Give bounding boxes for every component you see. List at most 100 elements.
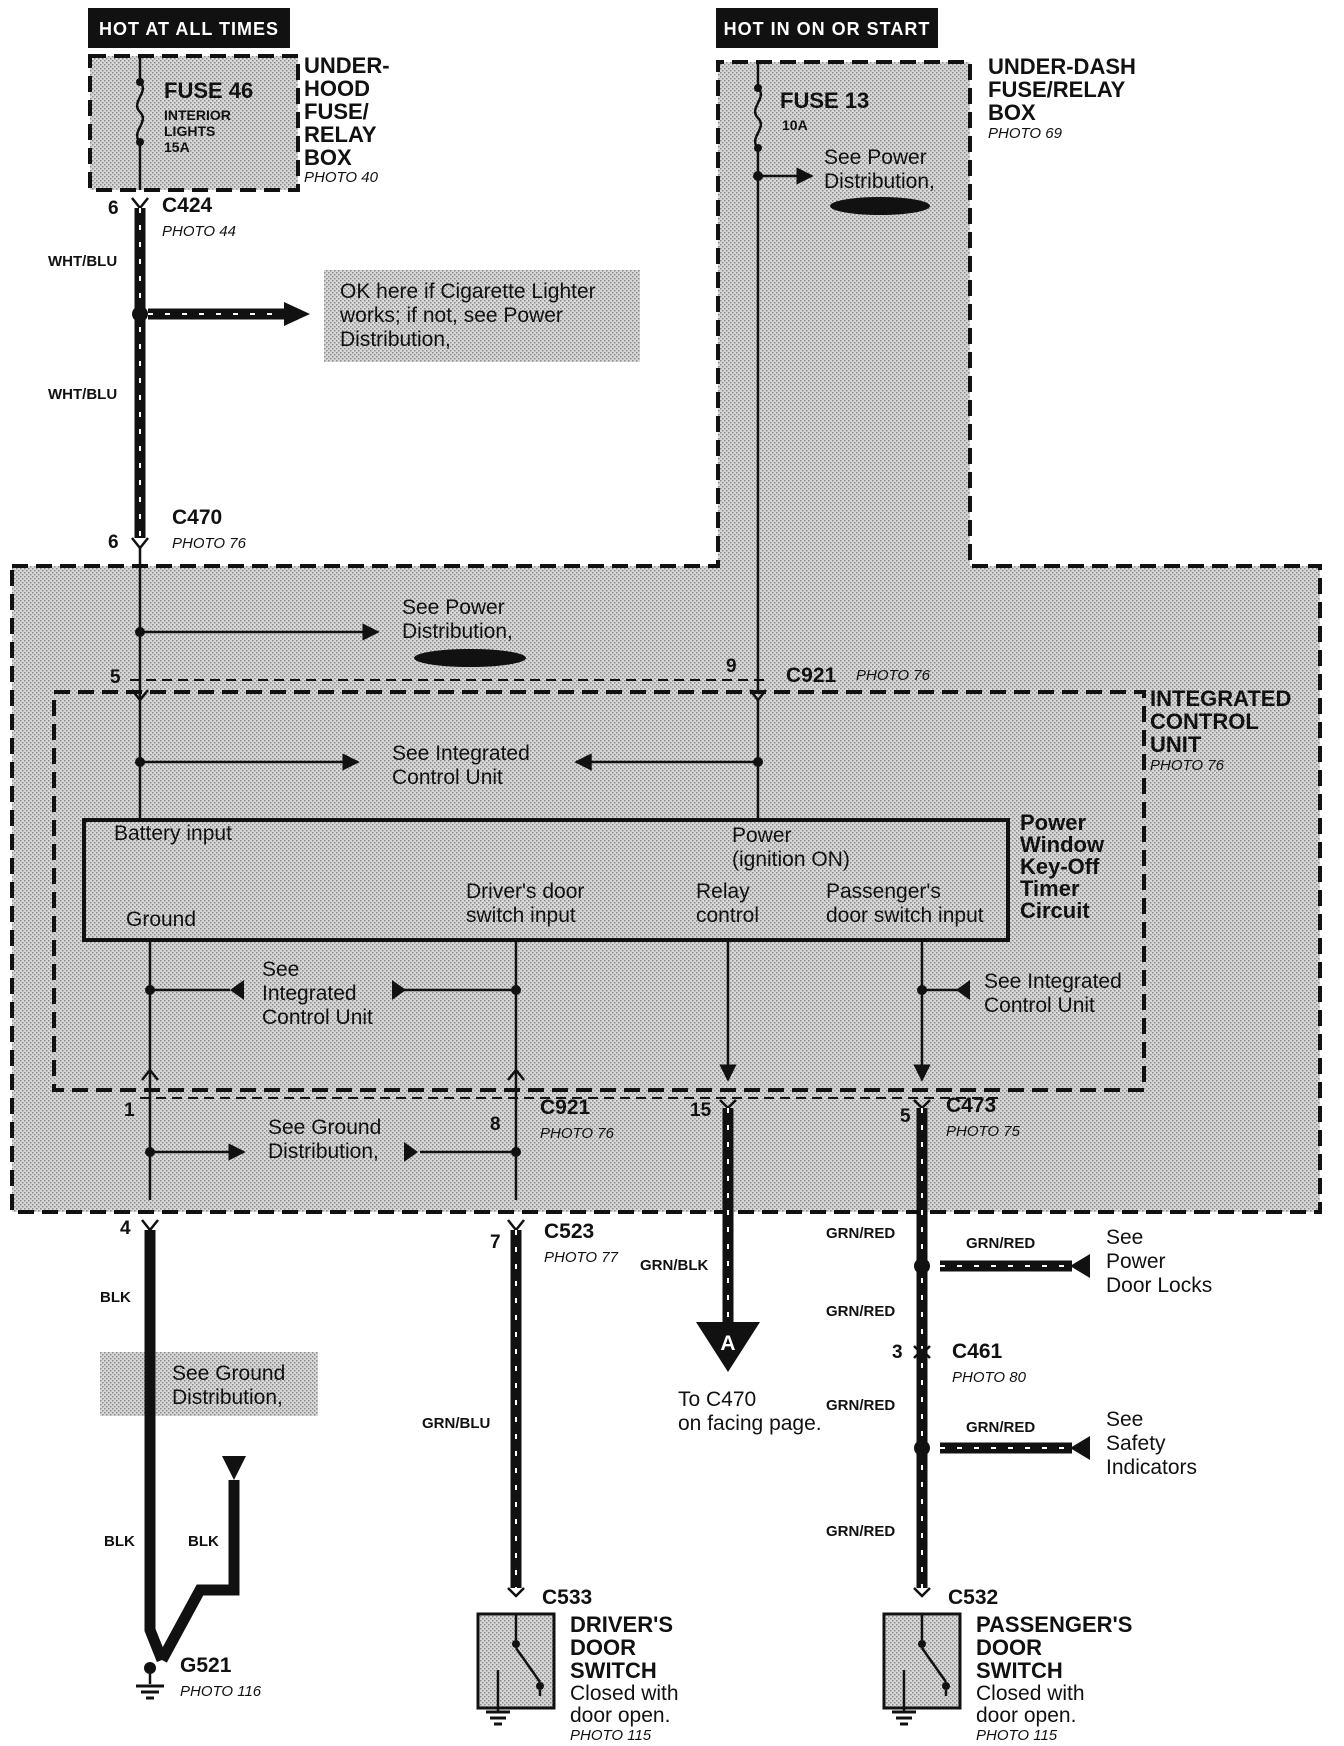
g521-photo: PHOTO 116 <box>180 1683 262 1700</box>
blk-label-1: BLK <box>100 1289 131 1306</box>
grn-red-label-6: GRN/RED <box>966 1419 1035 1436</box>
svg-text:See: See <box>262 958 299 981</box>
svg-text:control: control <box>696 904 759 927</box>
svg-text:Circuit: Circuit <box>1020 898 1090 923</box>
g521-name: G521 <box>180 1654 232 1677</box>
svg-text:works; if not, see Power: works; if not, see Power <box>339 304 563 327</box>
svg-text:Distribution,: Distribution, <box>268 1140 379 1163</box>
door-locks-splice <box>914 1258 930 1274</box>
svg-text:15A: 15A <box>164 139 190 155</box>
circuit-name: Power Window Key-Off Timer Circuit <box>1020 810 1105 923</box>
c473-pin15: 15 <box>690 1100 712 1121</box>
svg-text:Key-Off: Key-Off <box>1020 854 1100 879</box>
svg-text:See Power: See Power <box>824 146 927 169</box>
c921-bottom-pin1: 1 <box>124 1100 135 1121</box>
svg-text:(ignition ON): (ignition ON) <box>732 848 850 871</box>
icu-name: INTEGRATED CONTROL UNIT <box>1150 686 1291 757</box>
safety-splice <box>914 1440 930 1456</box>
blk-label-3: BLK <box>188 1533 219 1550</box>
grn-red-label-3: GRN/RED <box>826 1397 895 1414</box>
c473-photo: PHOTO 75 <box>946 1123 1021 1140</box>
c523-name: C523 <box>544 1220 594 1243</box>
svg-text:Closed with: Closed with <box>570 1682 679 1705</box>
power-ignition-label: Power (ignition ON) <box>732 824 850 871</box>
driver-door-switch-symbol <box>476 1612 556 1726</box>
c523-photo: PHOTO 77 <box>544 1249 619 1266</box>
svg-text:Timer: Timer <box>1020 876 1080 901</box>
c470-connector <box>131 537 149 551</box>
icu-photo: PHOTO 76 <box>1150 757 1225 774</box>
grn-blu-label: GRN/BLU <box>422 1415 490 1432</box>
cigarette-branch-arrow <box>148 302 310 326</box>
hot-at-all-times-header <box>88 8 290 48</box>
driver-door-switch-desc: Closed with door open. <box>570 1682 679 1727</box>
icu-right-note: See Integrated Control Unit <box>984 970 1122 1017</box>
g521-ground-symbol <box>136 1662 164 1700</box>
svg-text:DRIVER'S: DRIVER'S <box>570 1612 673 1637</box>
grn-red-label-5: GRN/RED <box>966 1235 1035 1252</box>
c921-bottom-pin8: 8 <box>490 1114 501 1135</box>
svg-text:SWITCH: SWITCH <box>570 1658 657 1683</box>
c424-pin: 6 <box>108 198 119 219</box>
wht-blu-label-1: WHT/BLU <box>48 253 117 270</box>
svg-text:Window: Window <box>1020 832 1105 857</box>
svg-text:FUSE/RELAY: FUSE/RELAY <box>988 77 1126 102</box>
ground-label: Ground <box>126 908 196 931</box>
safety-indicators-note: See Safety Indicators <box>1106 1408 1197 1479</box>
svg-text:Distribution,: Distribution, <box>402 620 513 643</box>
passenger-door-switch-desc: Closed with door open. <box>976 1682 1085 1727</box>
battery-input-label: Battery input <box>114 822 232 845</box>
svg-text:Safety: Safety <box>1106 1432 1166 1455</box>
c461-name: C461 <box>952 1340 1003 1363</box>
c523-pin7: 7 <box>490 1232 501 1253</box>
svg-text:switch input: switch input <box>466 904 576 927</box>
c461-pin: 3 <box>892 1342 903 1363</box>
svg-text:Door Locks: Door Locks <box>1106 1274 1212 1297</box>
svg-text:See Integrated: See Integrated <box>392 742 530 765</box>
svg-text:See Power: See Power <box>402 596 505 619</box>
door-locks-branch <box>940 1254 1090 1278</box>
svg-text:PASSENGER'S: PASSENGER'S <box>976 1612 1132 1637</box>
svg-text:UNDER-DASH: UNDER-DASH <box>988 54 1136 79</box>
redacted-mark <box>830 197 930 215</box>
driver-door-switch-photo: PHOTO 115 <box>570 1727 652 1744</box>
wht-blu-label-2: WHT/BLU <box>48 386 117 403</box>
svg-text:Indicators: Indicators <box>1106 1456 1197 1479</box>
connector-a-triangle <box>696 1322 760 1372</box>
grn-blk-label: GRN/BLK <box>640 1257 708 1274</box>
c921-bottom-name: C921 <box>540 1096 591 1119</box>
svg-text:door open.: door open. <box>976 1704 1076 1727</box>
svg-text:See Ground: See Ground <box>172 1362 285 1385</box>
safety-branch <box>940 1436 1090 1460</box>
hot-in-on-or-start-label: HOT IN ON OR START <box>724 19 931 39</box>
svg-text:Power: Power <box>1106 1250 1166 1273</box>
svg-text:INTERIOR: INTERIOR <box>164 107 231 123</box>
passenger-door-switch-name: PASSENGER'S DOOR SWITCH <box>976 1612 1132 1683</box>
drivers-door-input-label: Driver's door switch input <box>466 880 584 927</box>
under-hood-photo: PHOTO 40 <box>304 169 379 186</box>
under-dash-box-name: UNDER-DASH FUSE/RELAY BOX <box>988 54 1136 125</box>
c533-name: C533 <box>542 1586 592 1609</box>
svg-text:HOOD: HOOD <box>304 76 370 101</box>
svg-text:BOX: BOX <box>988 100 1036 125</box>
cigarette-note-box <box>324 270 640 362</box>
blk-wire-main <box>144 1230 168 1663</box>
c424-name: C424 <box>162 194 213 217</box>
svg-text:door open.: door open. <box>570 1704 670 1727</box>
c921-bottom-photo: PHOTO 76 <box>540 1125 615 1142</box>
svg-text:UNDER-: UNDER- <box>304 53 390 78</box>
c921-top-pin-right: 9 <box>726 656 737 677</box>
svg-text:Power: Power <box>732 824 792 847</box>
svg-text:Power: Power <box>1020 810 1086 835</box>
ground-dist-mid-note: See Ground Distribution, <box>268 1116 381 1163</box>
c470-name: C470 <box>172 506 222 529</box>
blk-label-2: BLK <box>104 1533 135 1550</box>
c473-name: C473 <box>946 1094 996 1117</box>
key-off-timer-circuit-box <box>82 818 1010 942</box>
svg-text:Control Unit: Control Unit <box>392 766 503 789</box>
hot-at-all-times-label: HOT AT ALL TIMES <box>99 19 279 39</box>
svg-text:Driver's door: Driver's door <box>466 880 584 903</box>
svg-text:DOOR: DOOR <box>570 1635 636 1660</box>
svg-text:FUSE/: FUSE/ <box>304 99 369 124</box>
